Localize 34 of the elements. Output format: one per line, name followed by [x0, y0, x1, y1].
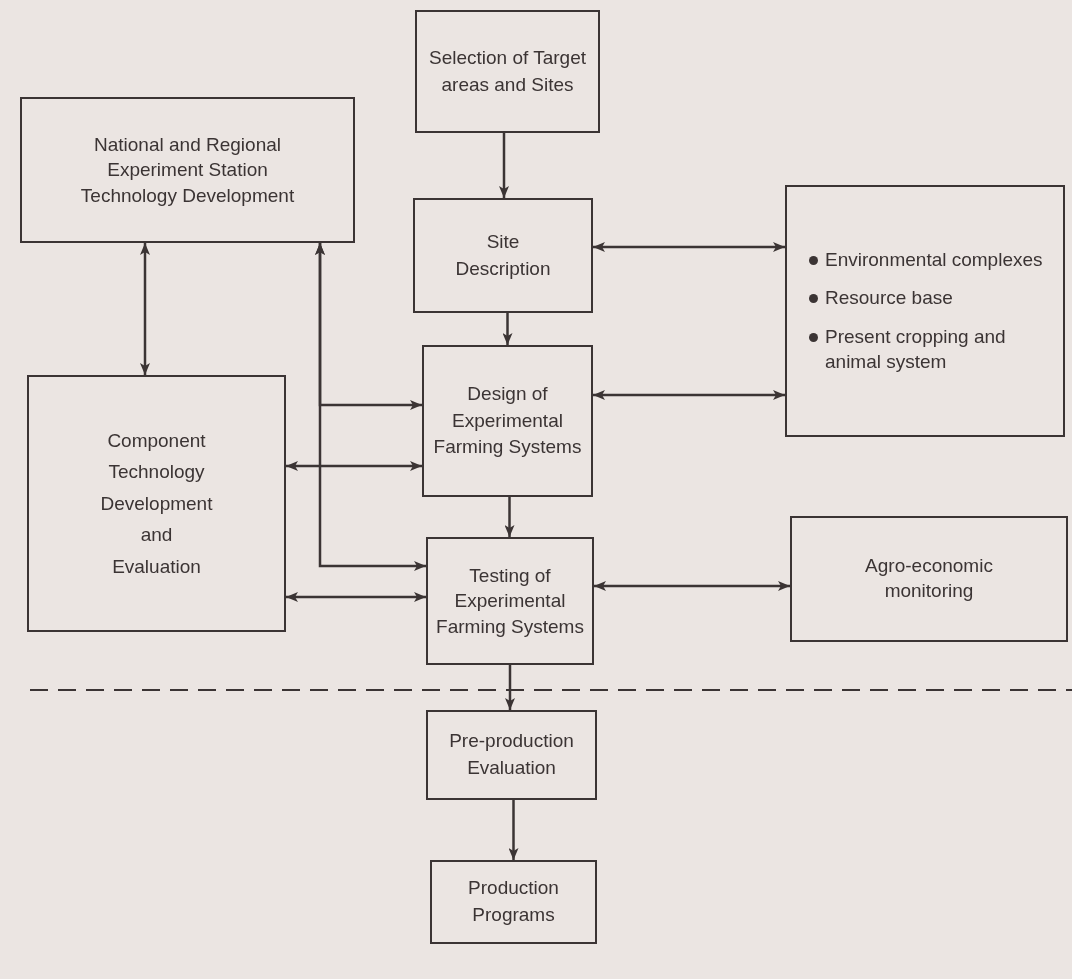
- process-box: [413, 198, 593, 313]
- arrow: [593, 390, 785, 400]
- arrow: [594, 581, 790, 591]
- process-box: [415, 10, 600, 133]
- box-label: Pre-production Evaluation: [448, 729, 575, 780]
- list-box: [785, 185, 1065, 437]
- box-label: Component Technology Development and Evaluation: [99, 429, 214, 579]
- bullet-item: Environmental complexes: [809, 247, 1043, 273]
- box-label: Testing of Experimental Farming Systems: [436, 563, 584, 639]
- arrow: [315, 243, 426, 571]
- box-label: Selection of Target areas and Sites: [428, 45, 587, 97]
- arrow: [286, 461, 422, 471]
- box-label: Site Description: [454, 229, 552, 281]
- process-box: [422, 345, 593, 497]
- box-label: National and Regional Experiment Station Technology Development: [79, 132, 296, 208]
- arrow: [504, 497, 515, 537]
- process-box: [426, 537, 594, 665]
- arrow: [502, 313, 513, 345]
- box-label: Design of Experimental Farming Systems: [432, 382, 583, 460]
- bullet-item: Present cropping and animal system: [809, 325, 1051, 375]
- arrow: [593, 242, 785, 252]
- process-box: [27, 375, 286, 632]
- process-box: [430, 860, 597, 944]
- process-box: [20, 97, 355, 243]
- box-label: Agro-economic monitoring: [864, 554, 994, 603]
- process-box: [426, 710, 597, 800]
- box-label: Production Programs: [467, 876, 560, 927]
- arrow: [505, 665, 515, 710]
- arrow: [499, 133, 509, 198]
- arrow: [508, 800, 519, 860]
- bullet-item: Resource base: [809, 286, 953, 311]
- arrow: [140, 243, 150, 375]
- process-box: [790, 516, 1068, 642]
- arrow: [286, 592, 426, 602]
